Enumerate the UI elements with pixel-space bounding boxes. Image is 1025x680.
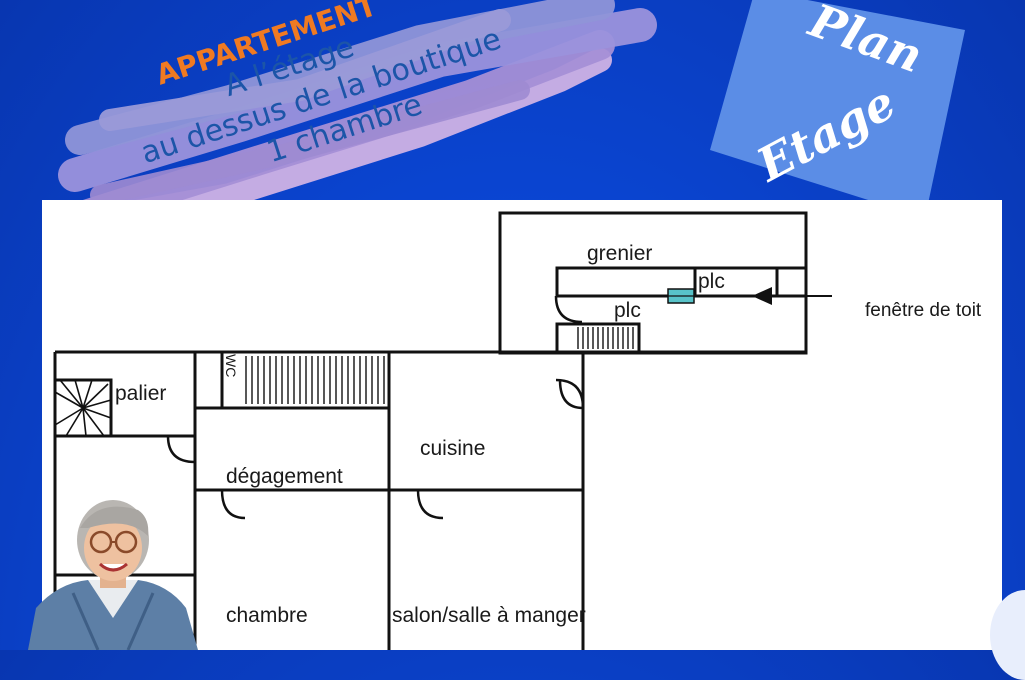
spiral-stairs-icon [54, 379, 112, 437]
label-grenier: grenier [587, 242, 652, 265]
label-wc: WC [223, 354, 239, 377]
agent-avatar [28, 488, 198, 651]
label-salon: salon/salle à manger [392, 604, 586, 627]
label-plc-top: plc [698, 270, 725, 293]
label-roof-window: fenêtre de toit [865, 300, 982, 321]
brush-strokes: APPARTEMENT A l’étage au dessus de la bo… [58, 0, 657, 257]
label-plc-bottom: plc [614, 299, 641, 322]
tag-shape [710, 0, 965, 218]
label-cuisine: cuisine [420, 437, 485, 460]
plc-top-box [555, 266, 779, 298]
tag-line2: Etage [747, 75, 904, 193]
floor-plan: grenier plc plc fenêtre de toit WC palie… [42, 200, 1002, 650]
label-degagement: dégagement [226, 465, 343, 488]
title-banner: APPARTEMENT A l’étage au dessus de la bo… [0, 0, 700, 260]
label-chambre: chambre [226, 604, 308, 627]
arrow-icon [752, 287, 772, 305]
tag-line1: Plan [801, 0, 930, 83]
floor-plan-drawing: grenier plc plc fenêtre de toit WC palie… [53, 211, 982, 650]
label-palier: palier [115, 382, 166, 405]
